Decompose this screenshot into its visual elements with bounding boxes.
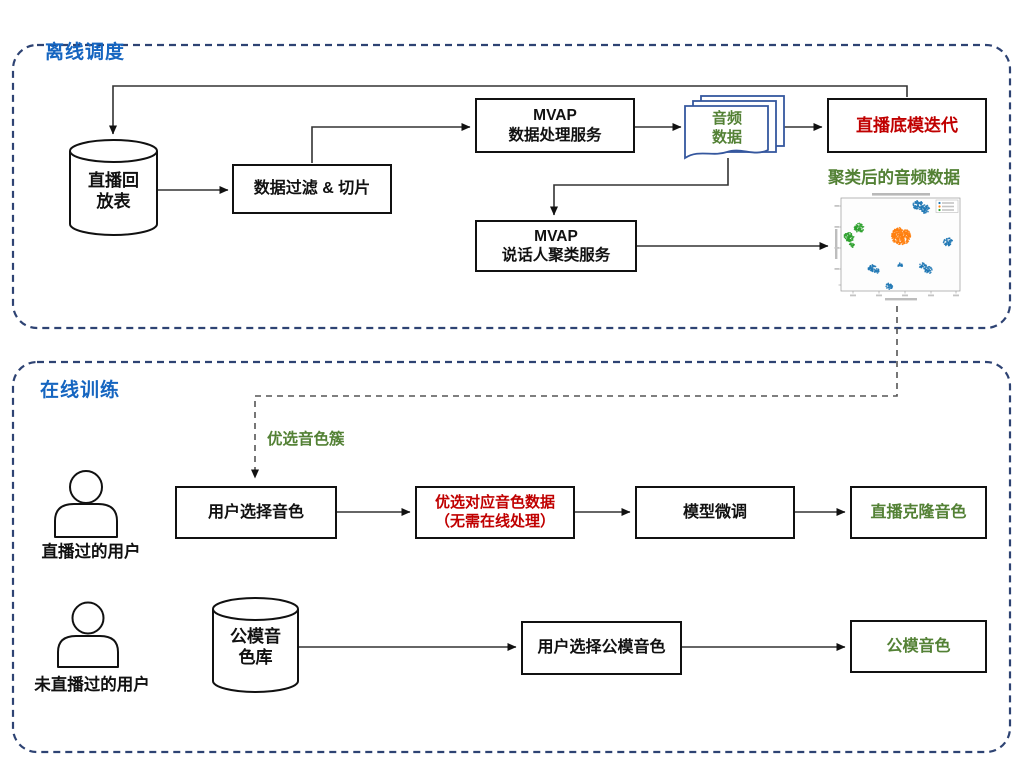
scatter-legend xyxy=(935,199,959,213)
select-voice-box: 用户选择音色 xyxy=(175,486,337,539)
public-bank-cylinder xyxy=(212,597,299,693)
cluster-service-box: MVAP 说话人聚类服务 xyxy=(475,220,637,272)
streamed-user-label: 直播过的用户 xyxy=(41,543,141,561)
clone-voice-box: 直播克隆音色 xyxy=(850,486,987,539)
offline-section-title: 离线调度 xyxy=(45,42,126,63)
connector-filter-to-mvapprocess xyxy=(311,123,471,163)
public-bank-label: 公模音 色库 xyxy=(230,626,281,667)
preferred-data-box: 优选对应音色数据 （无需在线处理） xyxy=(415,486,575,539)
scatter-plot xyxy=(833,191,964,305)
connector-audiodata-to-clusterservice xyxy=(550,158,729,216)
offline-section-border xyxy=(11,43,1012,330)
scatter-cluster-points xyxy=(843,200,953,291)
select-public-box: 用户选择公模音色 xyxy=(521,621,682,675)
filter-slice-box: 数据过滤 & 切片 xyxy=(232,164,392,214)
replay-table-label: 直播回 放表 xyxy=(88,170,139,211)
audio-data-label: 音频 数据 xyxy=(711,110,742,146)
mvap-process-box: MVAP 数据处理服务 xyxy=(475,98,635,153)
audio-data-doc-stack xyxy=(684,95,785,160)
streamed-user-icon xyxy=(54,470,118,538)
finetune-box: 模型微调 xyxy=(635,486,795,539)
public-voice-box: 公模音色 xyxy=(850,620,987,673)
connector-scatter-to-selectvoice xyxy=(251,306,898,479)
connector-basemodel-to-replaytable xyxy=(109,85,908,135)
preferred-cluster-label: 优选音色簇 xyxy=(267,431,345,448)
non-streamed-user-label: 未直播过的用户 xyxy=(34,676,150,694)
replay-table-cylinder xyxy=(69,139,158,236)
base-model-box: 直播底模迭代 xyxy=(827,98,987,153)
non-streamed-user-icon xyxy=(57,601,119,668)
online-section-title: 在线训练 xyxy=(40,380,121,401)
online-section-border xyxy=(11,360,1012,754)
clustered-audio-label: 聚类后的音频数据 xyxy=(828,169,960,187)
